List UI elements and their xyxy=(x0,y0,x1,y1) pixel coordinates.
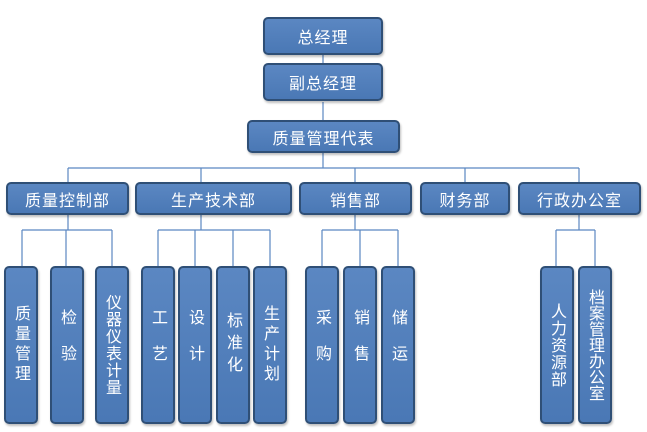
node-standardization: 标准化 xyxy=(216,266,250,424)
node-label: 人力资源部 xyxy=(548,302,567,388)
node-deputy-general-manager: 副总经理 xyxy=(263,63,383,101)
node-label: 销售部 xyxy=(329,190,381,210)
node-instrument-metrology: 仪器仪表计量 xyxy=(95,266,129,424)
node-label: 档案管理办公室 xyxy=(586,289,605,401)
node-label: 质量管理代表 xyxy=(272,128,375,148)
node-label: 储运 xyxy=(389,309,408,381)
node-human-resources: 人力资源部 xyxy=(540,266,574,424)
node-inspection: 检验 xyxy=(50,266,84,424)
node-process: 工艺 xyxy=(141,266,175,424)
node-sales: 销售 xyxy=(343,266,377,424)
node-storage-transport: 储运 xyxy=(381,266,415,424)
node-quality-rep: 质量管理代表 xyxy=(247,120,400,153)
node-procurement: 采购 xyxy=(305,266,339,424)
node-label: 销售 xyxy=(351,309,370,381)
node-general-manager: 总经理 xyxy=(263,17,383,55)
node-archives-office: 档案管理办公室 xyxy=(578,266,612,424)
node-design: 设计 xyxy=(178,266,212,424)
node-label: 总经理 xyxy=(297,28,349,47)
node-label: 检验 xyxy=(58,309,77,381)
node-label: 设计 xyxy=(186,309,205,381)
node-label: 仪器仪表计量 xyxy=(103,294,122,396)
node-label: 标准化 xyxy=(224,312,243,378)
node-label: 工艺 xyxy=(149,309,168,381)
node-dept-finance: 财务部 xyxy=(420,182,510,215)
node-quality-management: 质量管理 xyxy=(4,266,38,424)
node-dept-production-tech: 生产技术部 xyxy=(135,182,292,215)
node-dept-admin-office: 行政办公室 xyxy=(518,182,641,215)
node-label: 财务部 xyxy=(439,190,491,210)
node-label: 副总经理 xyxy=(288,74,357,93)
node-label: 采购 xyxy=(313,309,332,381)
node-label: 质量管理 xyxy=(12,305,31,385)
node-label: 质量控制部 xyxy=(24,190,110,210)
node-dept-sales: 销售部 xyxy=(299,182,412,215)
node-label: 生产计划 xyxy=(261,305,280,385)
node-label: 生产技术部 xyxy=(170,190,256,210)
node-label: 行政办公室 xyxy=(536,190,622,210)
node-dept-quality-control: 质量控制部 xyxy=(6,182,129,215)
node-production-planning: 生产计划 xyxy=(253,266,287,424)
